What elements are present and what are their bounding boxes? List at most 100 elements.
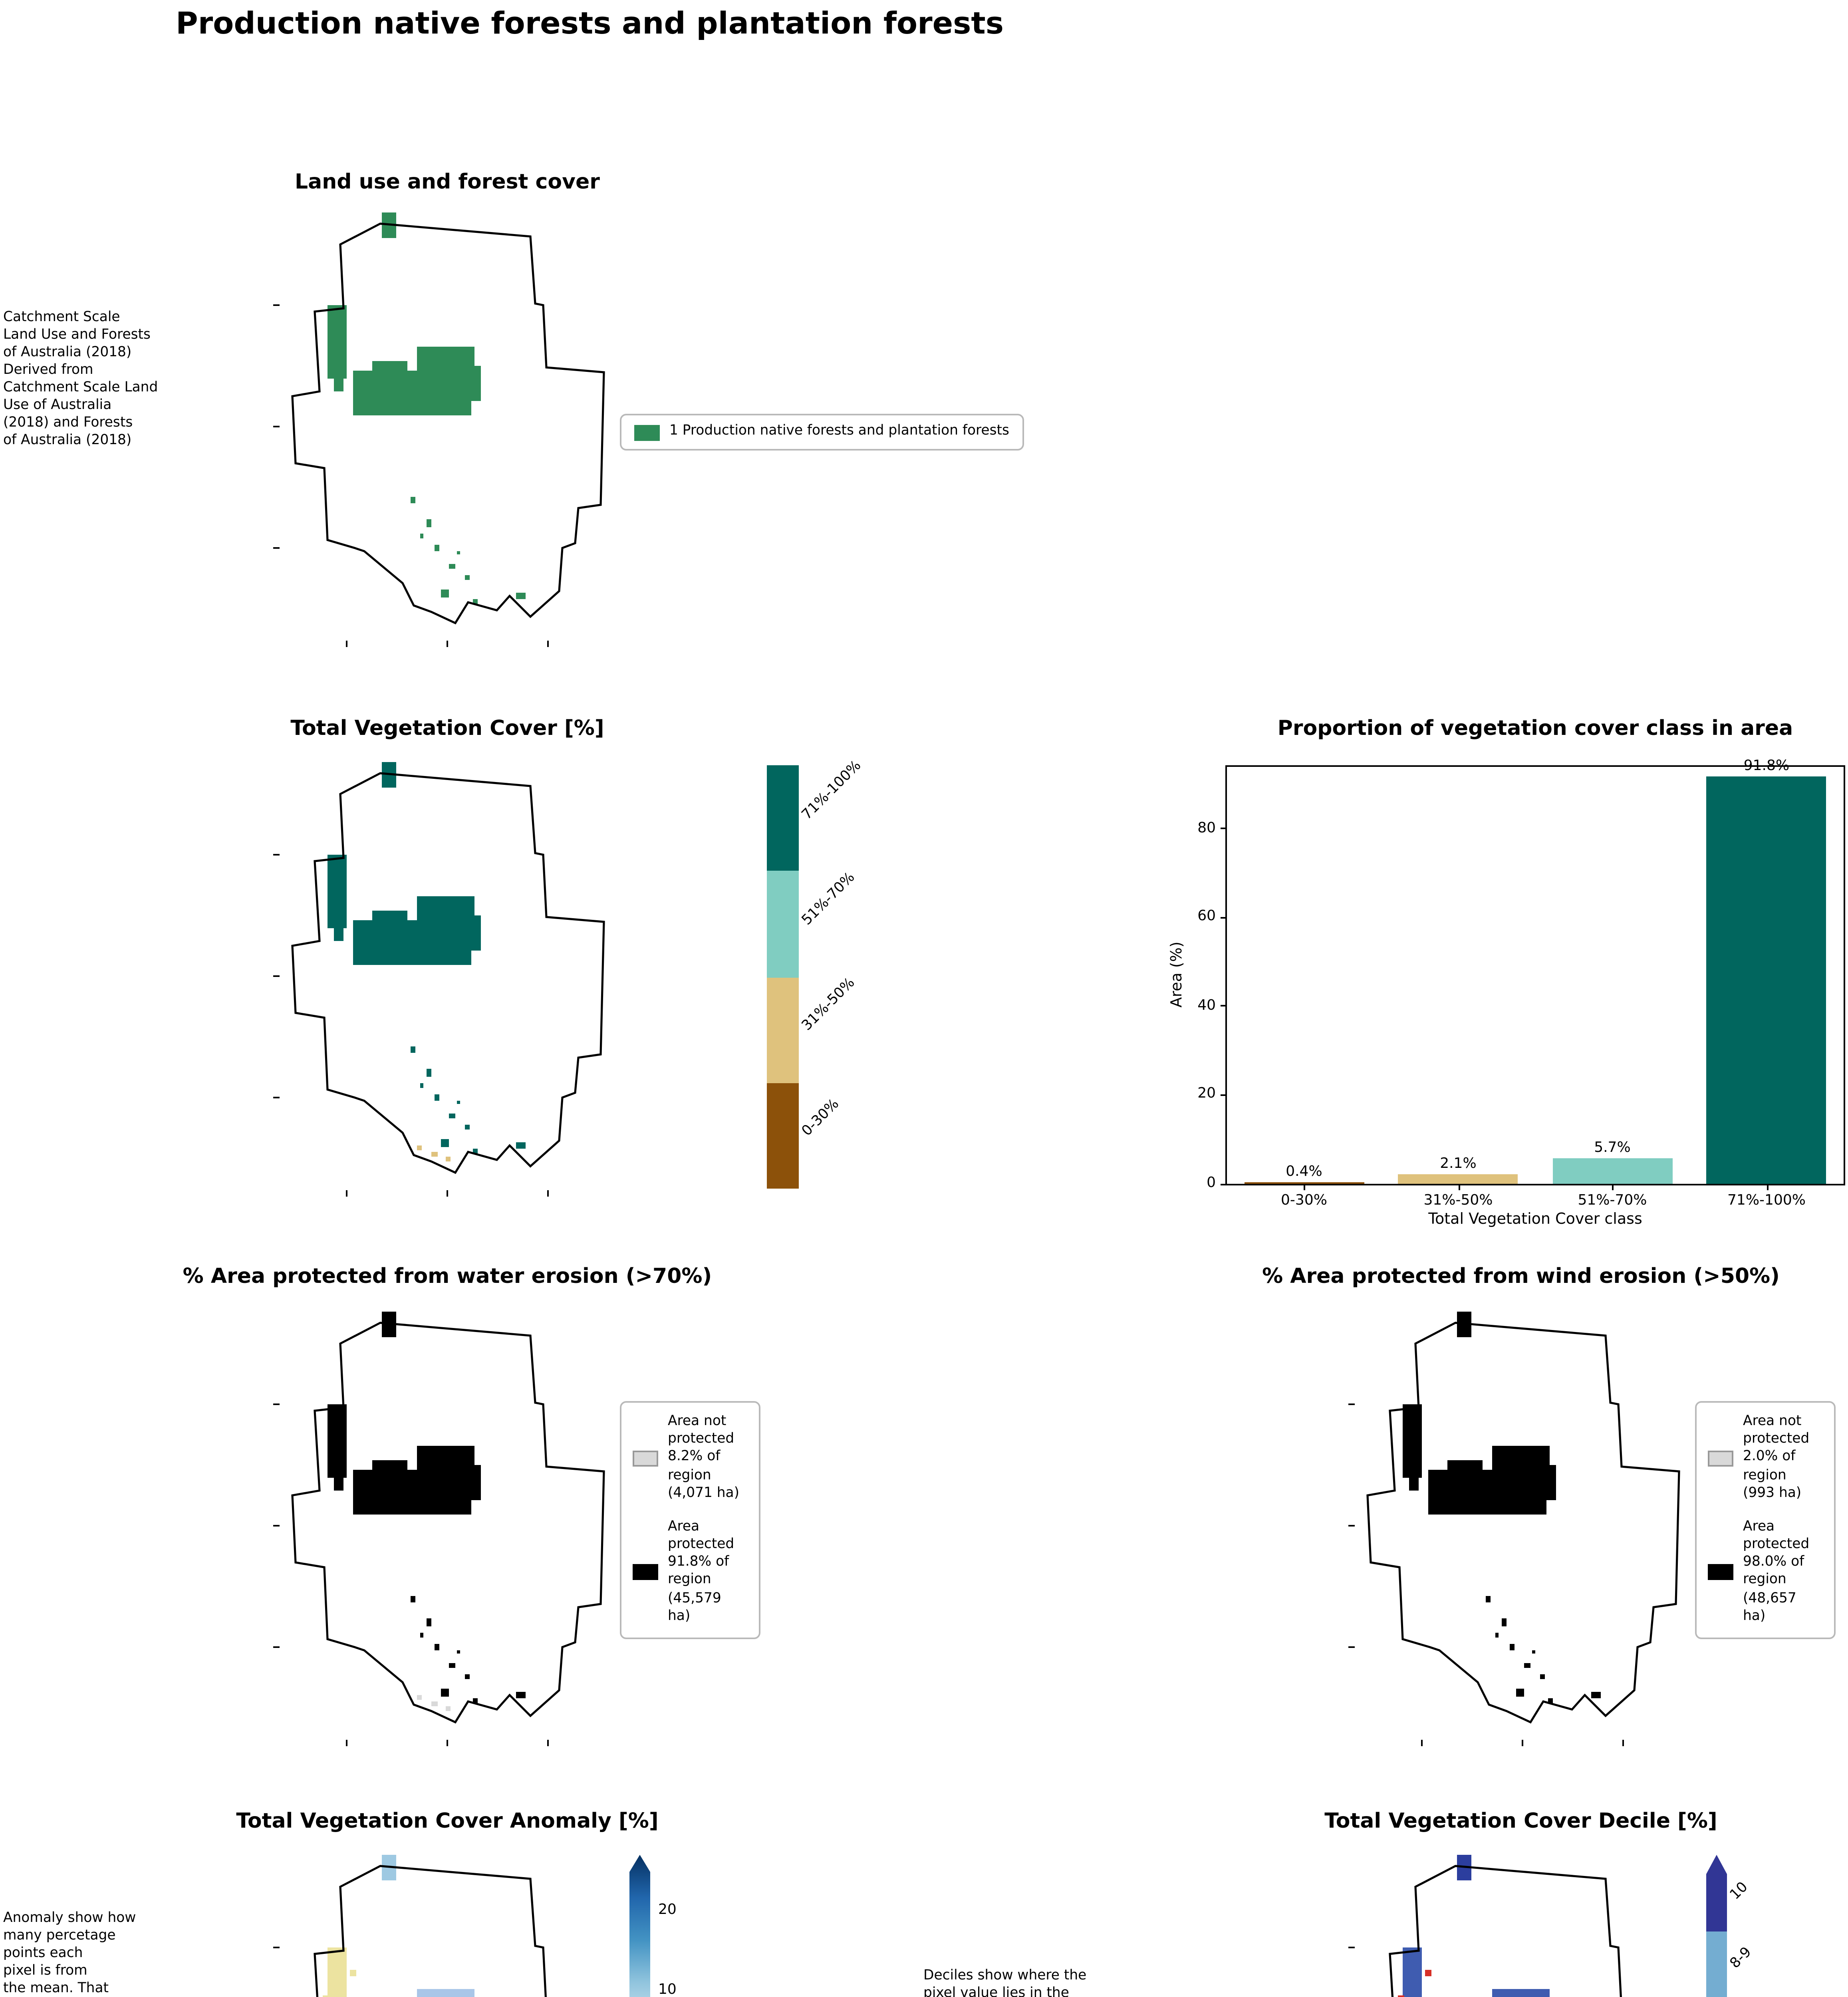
proportion-chart-title: Proportion of vegetation cover class in … [1277, 717, 1793, 741]
legend-item: Area not protected 8.2% of region (4,071… [633, 1414, 748, 1503]
protected-area-patch [1428, 1446, 1556, 1515]
water-erosion-legend: Area not protected 8.2% of region (4,071… [620, 1401, 760, 1639]
legend-label: 1 Production native forests and plantati… [669, 423, 1009, 439]
x-axis-category-label: 71%-100% [1727, 1193, 1806, 1209]
bar-31%-50%: 2.1% [1398, 1157, 1518, 1184]
legend-swatch-not-protected [633, 1450, 658, 1467]
anomaly-map [272, 1855, 615, 1997]
y-axis-tick: 20 [1197, 1087, 1227, 1103]
bar-slot: 91.8% 71%-100% [1689, 759, 1844, 1209]
map-axis-ticks [272, 1403, 549, 1747]
decile-colorbar [1706, 1855, 1727, 1997]
veg-cover-panel-title: Total Vegetation Cover [%] [290, 717, 604, 741]
bar-value-label: 2.1% [1440, 1157, 1477, 1173]
anomaly-panel-title: Total Vegetation Cover Anomaly [%] [236, 1810, 659, 1834]
bar-value-label: 0.4% [1286, 1164, 1322, 1181]
colorbar-segment [1706, 1855, 1727, 1932]
colorbar-segment [767, 871, 799, 977]
legend-swatch-protected [633, 1564, 658, 1581]
landuse-panel-title: Land use and forest cover [295, 171, 600, 195]
protected-area-patch [353, 1446, 481, 1515]
landuse-map [272, 212, 615, 648]
veg-cover-map [272, 762, 615, 1197]
legend-swatch-forest [634, 424, 660, 441]
legend-label: Area not protected 2.0% of region (993 h… [1743, 1414, 1810, 1501]
legend-swatch-protected [1708, 1564, 1733, 1581]
bar-71%-100%: 91.8% [1706, 759, 1827, 1184]
decile-map [1348, 1855, 1690, 1997]
bar-0-30%: 0.4% [1244, 1165, 1364, 1184]
colorbar-label: 10 [1727, 1880, 1752, 1904]
bar-slot: 2.1% 31%-50% [1381, 767, 1535, 1209]
colorbar-tick: 10 [658, 1983, 677, 1997]
legend-item: Area not protected 2.0% of region (993 h… [1708, 1414, 1823, 1503]
veg-patch [328, 855, 347, 941]
x-axis-category-label: 51%-70% [1578, 1193, 1647, 1209]
forest-patch [353, 347, 481, 415]
proportion-bar-chart: 0 20 40 60 80 0.4% 0-30% 2.1% 31%-50% 5.7% 51%-70%… [1197, 759, 1845, 1209]
anomaly-patch [353, 1989, 481, 1997]
landuse-legend: 1 Production native forests and plantati… [620, 414, 1024, 451]
y-axis-tick: 80 [1197, 821, 1227, 837]
colorbar-label: 8-9 [1727, 1945, 1755, 1973]
legend-label: Area protected 91.8% of region (45,579 h… [668, 1519, 734, 1624]
decile-patch [1428, 1989, 1556, 1997]
bar-slot: 0.4% 0-30% [1227, 767, 1381, 1209]
protected-area-patch [411, 1596, 526, 1703]
forest-patch [411, 497, 526, 604]
anomaly-note: Anomaly show how many percetage points e… [3, 1911, 136, 1997]
veg-patch [353, 896, 481, 965]
anomaly-colorbar [629, 1855, 650, 1997]
y-axis-tick: 60 [1197, 910, 1227, 926]
bar-value-label: 5.7% [1594, 1141, 1631, 1157]
x-axis-category-label: 31%-50% [1423, 1193, 1493, 1209]
colorbar-segment [767, 1083, 799, 1189]
wind-erosion-legend: Area not protected 2.0% of region (993 h… [1695, 1401, 1836, 1639]
catchment-boundary [1368, 1323, 1679, 1722]
forest-patch [328, 305, 347, 391]
colorbar-segment [1706, 1931, 1727, 1997]
protected-area-patch [328, 1404, 347, 1491]
colorbar-tick: 20 [658, 1903, 677, 1919]
protected-area-patch [1403, 1404, 1422, 1491]
legend-item: Area protected 98.0% of region (48,657 h… [1708, 1519, 1823, 1626]
legend-swatch-not-protected [1708, 1450, 1733, 1467]
decile-panel-title: Total Vegetation Cover Decile [%] [1324, 1810, 1717, 1834]
decile-note: Deciles show where the pixel value lies … [923, 1968, 1087, 1997]
anomaly-patch [328, 1947, 347, 1997]
page-title: Production native forests and plantation… [176, 6, 1004, 42]
y-axis-tick: 40 [1197, 998, 1227, 1014]
bar-51%-70%: 5.7% [1552, 1141, 1673, 1184]
wind-erosion-map [1348, 1312, 1690, 1747]
landuse-note: Catchment Scale Land Use and Forests of … [3, 310, 158, 449]
water-erosion-panel-title: % Area protected from water erosion (>70… [183, 1265, 712, 1289]
x-axis-tick [1458, 1184, 1460, 1190]
colorbar-label: 71%-100% [799, 758, 865, 824]
catchment-boundary [292, 1323, 604, 1722]
legend-label: Area protected 98.0% of region (48,657 h… [1743, 1519, 1810, 1624]
water-erosion-map [272, 1312, 615, 1747]
legend-label: Area not protected 8.2% of region (4,071… [668, 1414, 740, 1501]
x-axis-category-label: 0-30% [1281, 1193, 1327, 1209]
colorbar-label: 31%-50% [799, 975, 859, 1035]
colorbar-segment [767, 765, 799, 871]
map-axis-ticks [272, 854, 549, 1197]
catchment-boundary [292, 224, 604, 623]
wind-erosion-panel-title: % Area protected from wind erosion (>50%… [1262, 1265, 1780, 1289]
catchment-boundary [292, 773, 604, 1173]
veg-patch [411, 1046, 526, 1153]
decile-patch [1403, 1947, 1422, 1997]
x-axis-tick [1304, 1184, 1306, 1190]
bar-value-label: 91.8% [1743, 759, 1790, 775]
map-axis-ticks [1348, 1403, 1624, 1747]
x-axis-tick [1767, 1184, 1768, 1190]
bar-slot: 5.7% 51%-70% [1535, 767, 1689, 1209]
y-axis-tick: 0 [1207, 1176, 1227, 1192]
legend-item: Area protected 91.8% of region (45,579 h… [633, 1519, 748, 1626]
colorbar-segment [767, 977, 799, 1083]
protected-area-patch [1486, 1596, 1601, 1703]
x-axis-tick [1612, 1184, 1614, 1190]
map-axis-ticks [272, 304, 549, 648]
veg-cover-colorbar [767, 765, 799, 1189]
